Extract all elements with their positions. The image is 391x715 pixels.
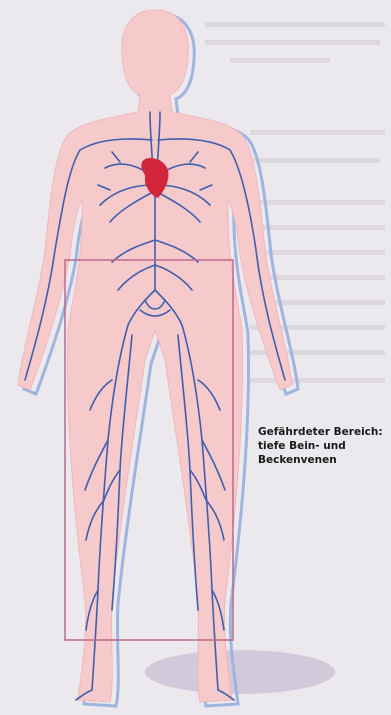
risk-area-caption: Gefährdeter Bereich: tiefe Bein- und Bec… (258, 425, 390, 467)
caption-line-2: tiefe Bein- und (258, 439, 390, 453)
caption-line-1: Gefährdeter Bereich: (258, 425, 390, 439)
caption-line-3: Beckenvenen (258, 453, 390, 467)
body-shadow (145, 650, 335, 694)
